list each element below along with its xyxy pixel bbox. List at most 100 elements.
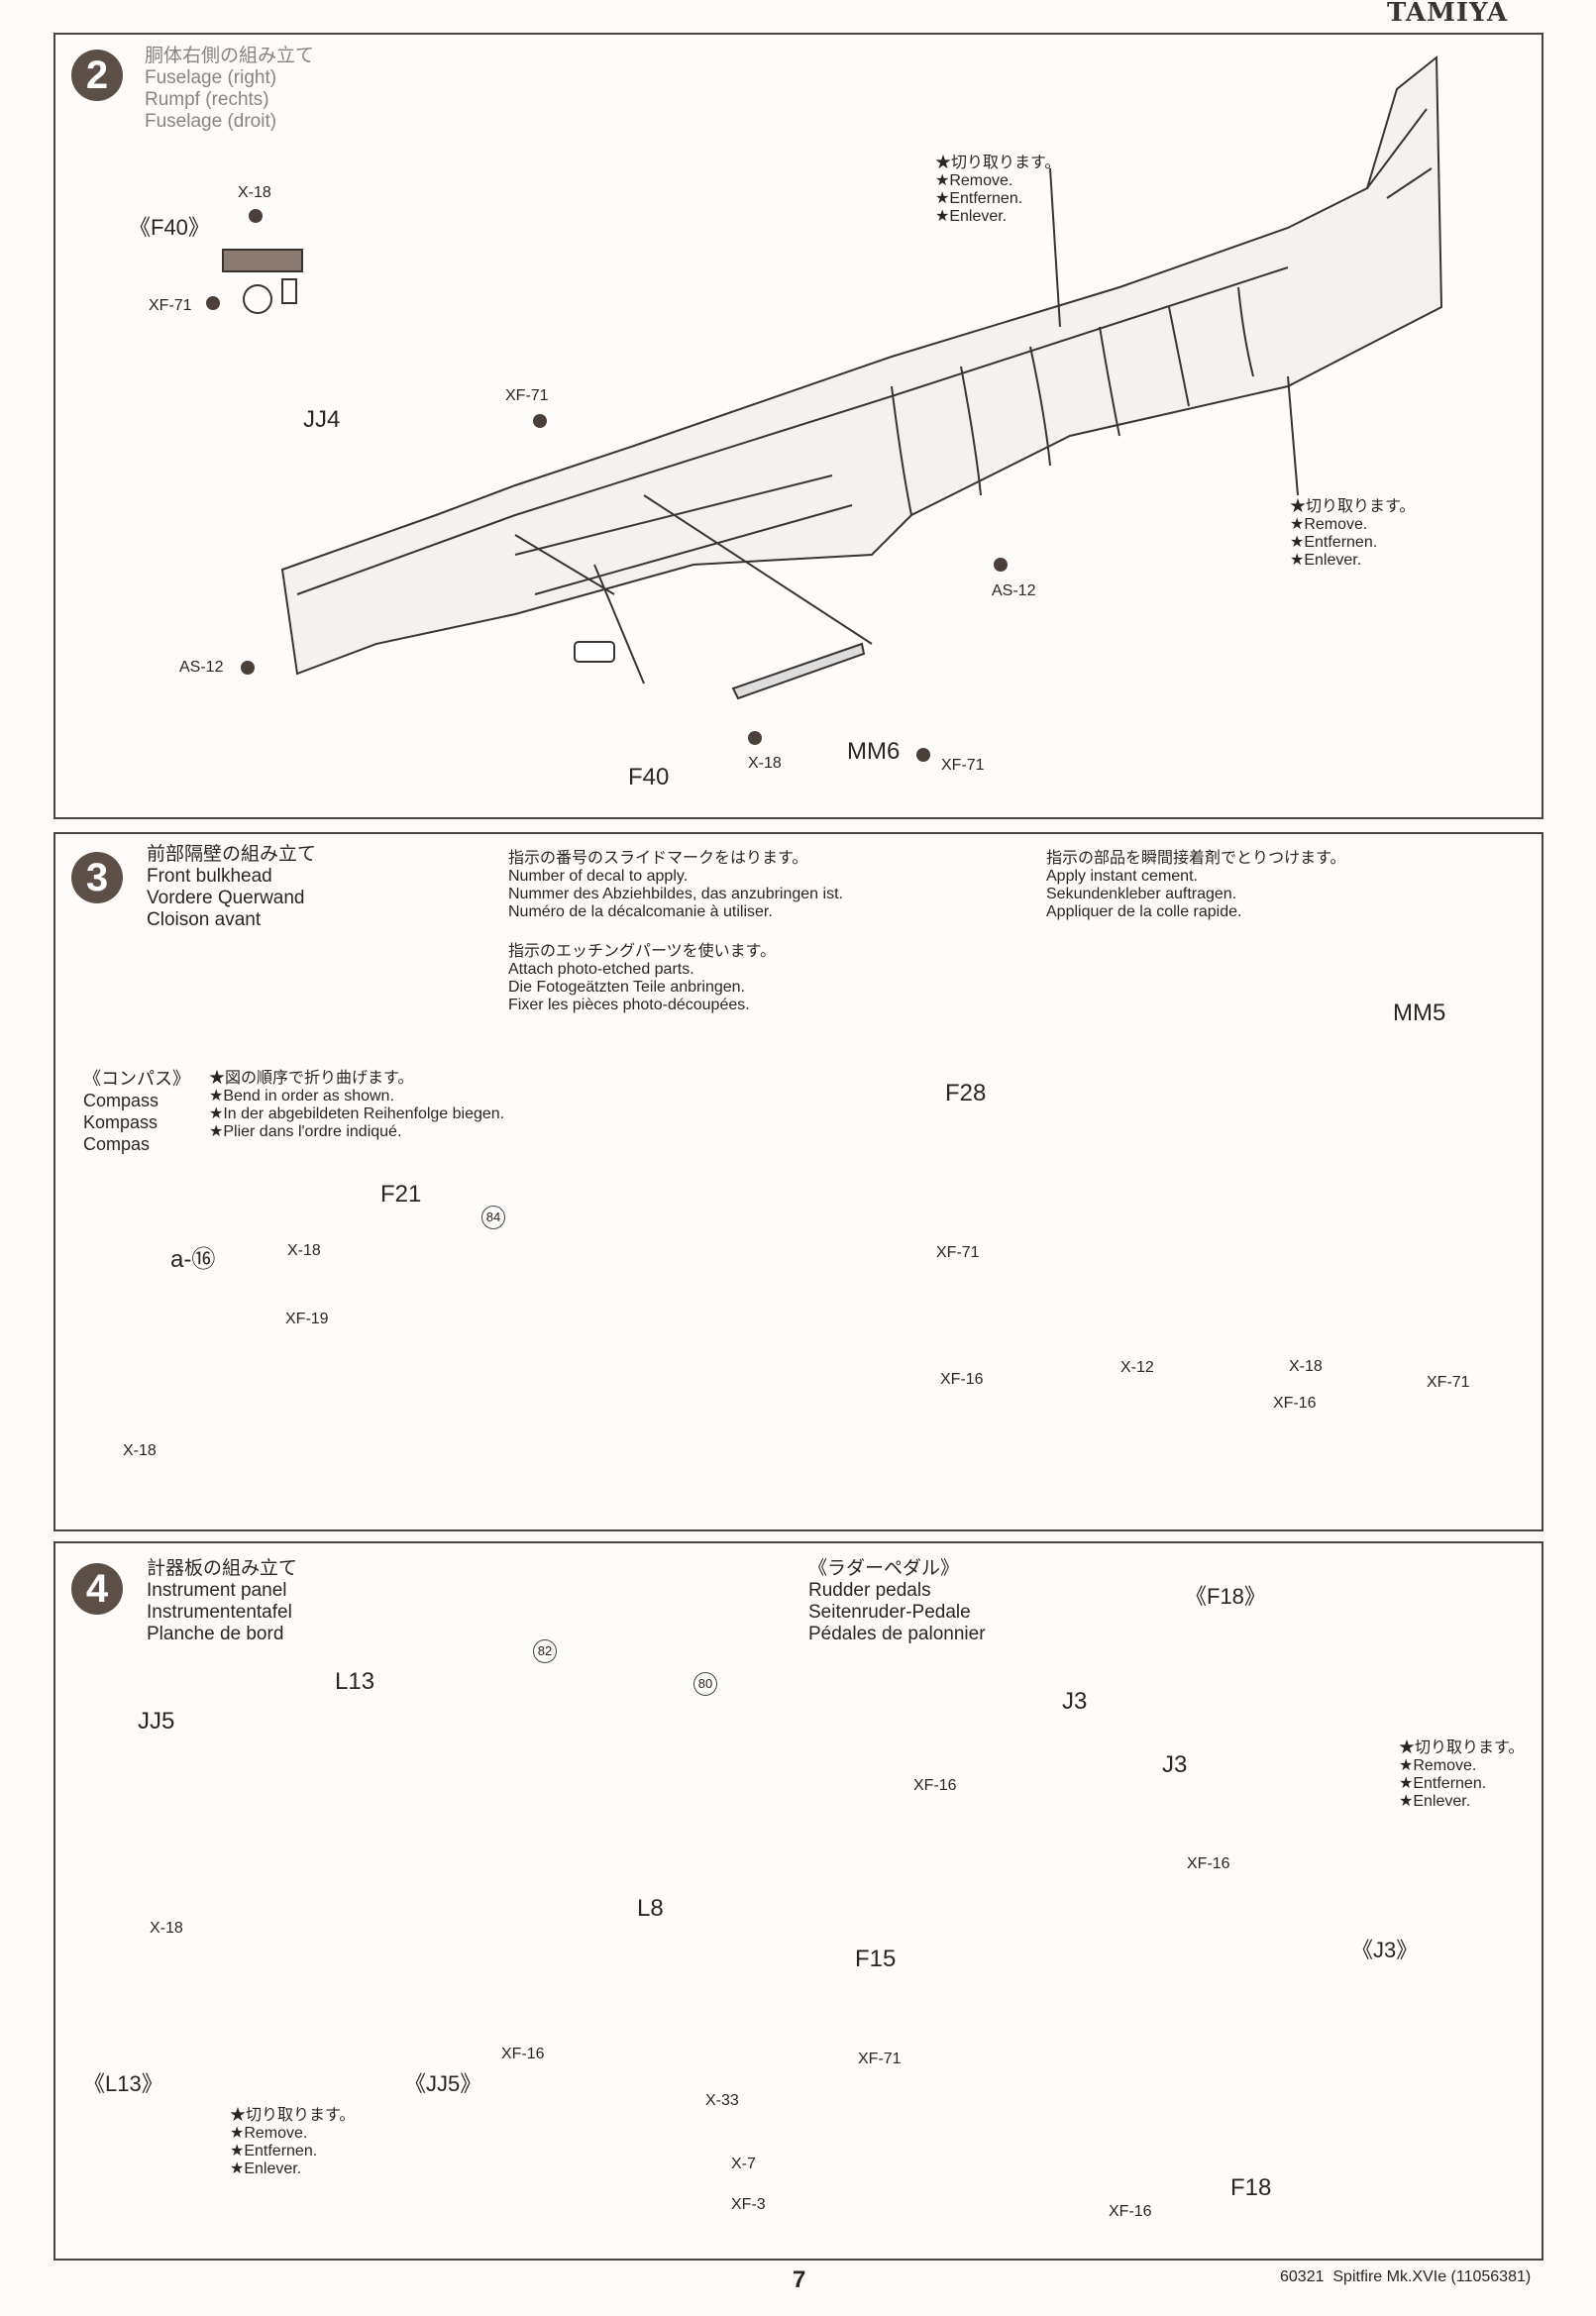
legend-fr: Numéro de la décalcomanie à utiliser.: [508, 903, 773, 920]
paint-label: AS-12: [992, 582, 1036, 599]
compass-jp: 《コンパス》: [83, 1069, 190, 1089]
step-3-title: 前部隔壁の組み立て Front bulkhead Vordere Querwan…: [147, 844, 316, 931]
note-de: ★Entfernen.: [935, 190, 1023, 207]
note-fr: ★Enlever.: [1399, 1793, 1471, 1810]
paint-label: XF-16: [913, 1777, 957, 1794]
legend-en: Apply instant cement.: [1046, 868, 1198, 885]
paint-label: XF-3: [731, 2196, 766, 2213]
detail-label-jj5: 《JJ5》: [404, 2071, 482, 2096]
footer-product: 60321 Spitfire Mk.XVIe (11056381): [1280, 2268, 1532, 2285]
paint-label: X-18: [287, 1242, 321, 1259]
remove-note-right: ★切り取ります。 ★Remove. ★Entfernen. ★Enlever.: [1290, 498, 1415, 570]
step-2-badge: 2: [71, 50, 123, 101]
note-jp: ★切り取ります。: [1399, 1739, 1525, 1756]
paint-label: X-7: [731, 2156, 756, 2172]
part-label-j3: J3: [1062, 1688, 1088, 1715]
part-label-f28: F28: [945, 1080, 987, 1106]
note-jp: ★切り取ります。: [1290, 498, 1416, 515]
paint-label: XF-71: [858, 2051, 902, 2067]
part-label-f18: F18: [1230, 2174, 1272, 2201]
title-fr: Cloison avant: [147, 909, 262, 930]
part-label-f40: F40: [628, 764, 670, 790]
title-fr: Pédales de palonnier: [808, 1624, 986, 1644]
legend-en: Attach photo-etched parts.: [508, 961, 694, 978]
part-label-l13: L13: [335, 1668, 375, 1695]
paint-label: XF-16: [1187, 1855, 1230, 1872]
legend-jp: 指示のエッチングパーツを使います。: [508, 943, 777, 960]
fuselage-right-half: [280, 54, 1443, 676]
legend-de: Nummer des Abziehbildes, das anzubringen…: [508, 886, 843, 902]
step-4-title: 計器板の組み立て Instrument panel Instrumententa…: [147, 1558, 297, 1645]
decal-legend: 指示の番号のスライドマークをはります。 Number of decal to a…: [508, 850, 843, 921]
part-label-jj4: JJ4: [303, 406, 341, 433]
note-en: ★Remove.: [935, 172, 1013, 189]
compass-de: Kompass: [83, 1112, 159, 1132]
part-label-jj5: JJ5: [138, 1708, 175, 1735]
paint-label: XF-71: [505, 387, 549, 404]
step-4-panel: [53, 1541, 1543, 2261]
note-jp: ★切り取ります。: [230, 2107, 356, 2124]
decal-number-80: 80: [693, 1672, 717, 1696]
title-jp: 計器板の組み立て: [147, 1558, 298, 1579]
paint-label: X-33: [705, 2092, 739, 2109]
remove-note-l13: ★切り取ります。 ★Remove. ★Entfernen. ★Enlever.: [230, 2107, 355, 2178]
part-label-mm5: MM5: [1393, 1000, 1446, 1026]
paint-label: XF-71: [1427, 1374, 1470, 1391]
legend-fr: Appliquer de la colle rapide.: [1046, 903, 1242, 920]
legend-en: Number of decal to apply.: [508, 868, 689, 885]
title-en: Rudder pedals: [808, 1580, 931, 1601]
part-label-f15: F15: [855, 1946, 897, 1972]
cement-legend: 指示の部品を瞬間接着剤でとりつけます。 Apply instant cement…: [1046, 850, 1346, 921]
decal-number-84: 84: [481, 1206, 505, 1229]
photo-etch-legend: 指示のエッチングパーツを使います。 Attach photo-etched pa…: [508, 943, 776, 1014]
tamiya-logo: TAMIYA: [1387, 0, 1509, 28]
part-label-a16: a-⑯: [170, 1246, 216, 1273]
paint-label: X-18: [123, 1442, 157, 1459]
paint-label: XF-19: [285, 1311, 329, 1327]
note-de: ★Entfernen.: [230, 2143, 318, 2159]
legend-jp: 指示の部品を瞬間接着剤でとりつけます。: [1046, 850, 1346, 867]
paint-label: XF-71: [941, 757, 985, 774]
paint-label: AS-12: [179, 659, 224, 676]
page-number: 7: [793, 2266, 806, 2293]
compass-fr: Compas: [83, 1134, 151, 1154]
legend-de: Die Fotogeätzten Teile anbringen.: [508, 979, 745, 996]
compass-title: 《コンパス》 Compass Kompass Compas: [83, 1068, 190, 1155]
legend-de: Sekundenkleber auftragen.: [1046, 886, 1237, 902]
paint-marker-icon: [916, 748, 930, 762]
paint-label: XF-71: [936, 1244, 980, 1261]
title-de: Rumpf (rechts): [145, 89, 269, 110]
part-label-mm6: MM6: [847, 738, 901, 765]
paint-label: XF-16: [1109, 2203, 1152, 2220]
paint-marker-icon: [249, 209, 263, 223]
detail-label-l13: 《L13》: [83, 2071, 163, 2096]
note-fr: ★Enlever.: [1290, 552, 1362, 569]
paint-label: XF-16: [1273, 1395, 1317, 1412]
note-en: ★Remove.: [1399, 1757, 1477, 1774]
step-3-panel: [53, 832, 1543, 1531]
title-jp: 前部隔壁の組み立て: [147, 844, 317, 865]
note-de: ★In der abgebildeten Reihenfolge biegen.: [209, 1105, 505, 1122]
paint-label: X-18: [748, 755, 782, 772]
compass-bend-note: ★図の順序で折り曲げます。 ★Bend in order as shown. ★…: [209, 1070, 504, 1141]
note-de: ★Entfernen.: [1290, 534, 1378, 551]
title-fr: Planche de bord: [147, 1624, 284, 1644]
step-4-badge: 4: [71, 1563, 123, 1615]
note-fr: ★Enlever.: [935, 208, 1008, 225]
paint-label: XF-16: [940, 1371, 984, 1388]
detail-label-f18: 《F18》: [1185, 1584, 1266, 1609]
step-3-badge: 3: [71, 852, 123, 903]
paint-label: X-18: [1289, 1358, 1323, 1375]
remove-note-top: ★切り取ります。 ★Remove. ★Entfernen. ★Enlever.: [935, 155, 1060, 226]
compass-en: Compass: [83, 1091, 160, 1110]
legend-jp: 指示の番号のスライドマークをはります。: [508, 850, 808, 867]
paint-marker-icon: [241, 661, 255, 675]
rudder-pedals-title: 《ラダーペダル》 Rudder pedals Seitenruder-Pedal…: [808, 1558, 986, 1645]
paint-marker-icon: [533, 414, 547, 428]
detail-label-f40: 《F40》: [129, 215, 210, 240]
note-fr: ★Plier dans l'ordre indiqué.: [209, 1123, 402, 1140]
title-jp: 胴体右側の組み立て: [145, 46, 315, 66]
note-en: ★Remove.: [1290, 516, 1368, 533]
title-en: Instrument panel: [147, 1580, 287, 1601]
paint-label: X-18: [238, 184, 271, 201]
